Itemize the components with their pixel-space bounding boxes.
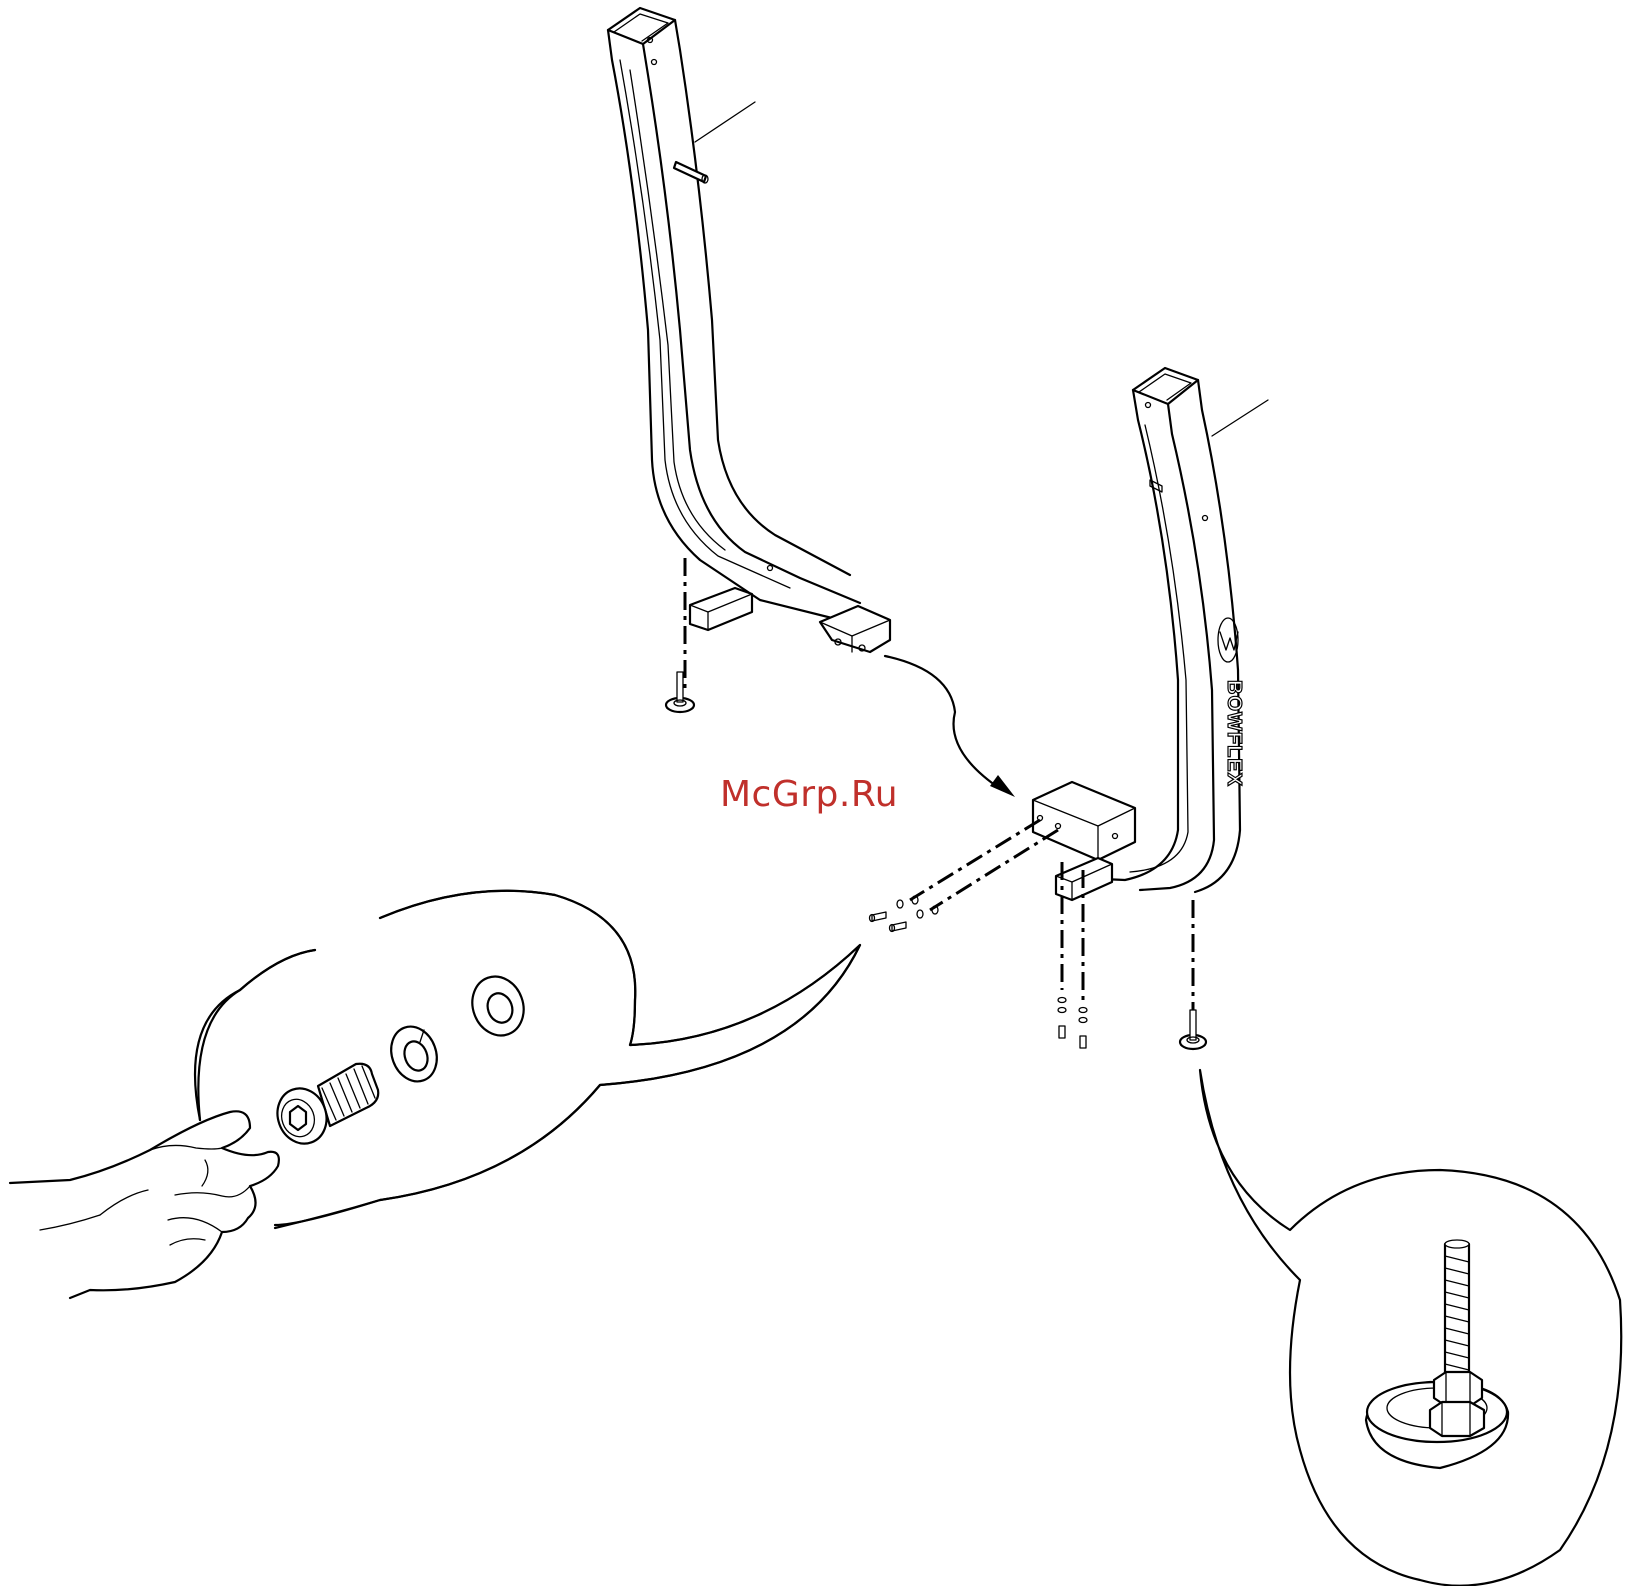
side-hardware-group	[870, 896, 939, 932]
watermark-text: McGrp.Ru	[720, 774, 898, 815]
assembly-arrow-icon	[885, 656, 1015, 797]
hand-icon	[10, 1111, 279, 1298]
bottom-hardware-group	[1058, 998, 1087, 1049]
leveler-callout-bubble	[1200, 1070, 1621, 1586]
hardware-callout-bubble	[195, 891, 860, 1228]
frame-brand-text: BOWFLEX	[1223, 680, 1245, 787]
right-upright-frame: BOWFLEX	[870, 368, 1269, 1049]
left-upright-frame	[608, 8, 890, 712]
